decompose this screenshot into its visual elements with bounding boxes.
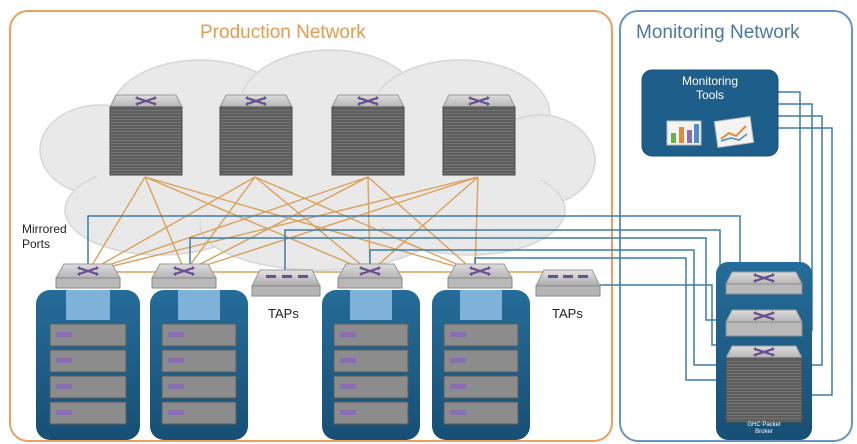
leaf-switch-2 bbox=[151, 263, 217, 289]
mirrored-ports-label: Mirrored Ports bbox=[22, 222, 67, 252]
monitoring-tools-title: Monitoring Tools bbox=[642, 74, 778, 102]
leaf-switch-3 bbox=[337, 263, 403, 289]
production-links bbox=[87, 176, 550, 273]
leaf-switch-1 bbox=[55, 263, 121, 289]
server-rack-4 bbox=[432, 290, 530, 440]
mirrored-ports-line2: Ports bbox=[22, 237, 51, 251]
packet-broker-stack bbox=[716, 262, 812, 440]
monitoring-network-title: Monitoring Network bbox=[636, 22, 800, 43]
monitoring-tools-title-line2: Tools bbox=[695, 88, 724, 102]
spine-switch-1 bbox=[109, 94, 183, 176]
packet-broker-caption-line1: GHC Packet bbox=[747, 422, 781, 428]
server-rack-2 bbox=[150, 290, 248, 440]
mirrored-ports-line1: Mirrored bbox=[22, 222, 67, 236]
tap-device-right bbox=[535, 269, 601, 297]
packet-broker-caption-line2: Broker bbox=[755, 429, 773, 435]
leaf-switch-4 bbox=[447, 263, 513, 289]
taps-label-right: TAPs bbox=[552, 306, 583, 321]
spine-switch-2 bbox=[219, 94, 293, 176]
monitoring-tools-title-line1: Monitoring bbox=[681, 74, 739, 88]
packet-broker-caption: GHC Packet Broker bbox=[716, 422, 812, 436]
bar-chart-icon bbox=[666, 120, 702, 146]
line-chart-icon bbox=[713, 116, 755, 148]
spine-switch-3 bbox=[331, 94, 405, 176]
production-network-panel bbox=[9, 10, 613, 442]
server-rack-3 bbox=[322, 290, 420, 440]
monitoring-tools-box bbox=[641, 69, 779, 157]
monitoring-network-panel bbox=[619, 10, 853, 442]
taps-label-left: TAPs bbox=[268, 306, 299, 321]
server-rack-1 bbox=[36, 290, 140, 440]
spine-switch-4 bbox=[442, 94, 516, 176]
production-network-title: Production Network bbox=[200, 22, 366, 43]
tap-device-left bbox=[251, 269, 321, 297]
